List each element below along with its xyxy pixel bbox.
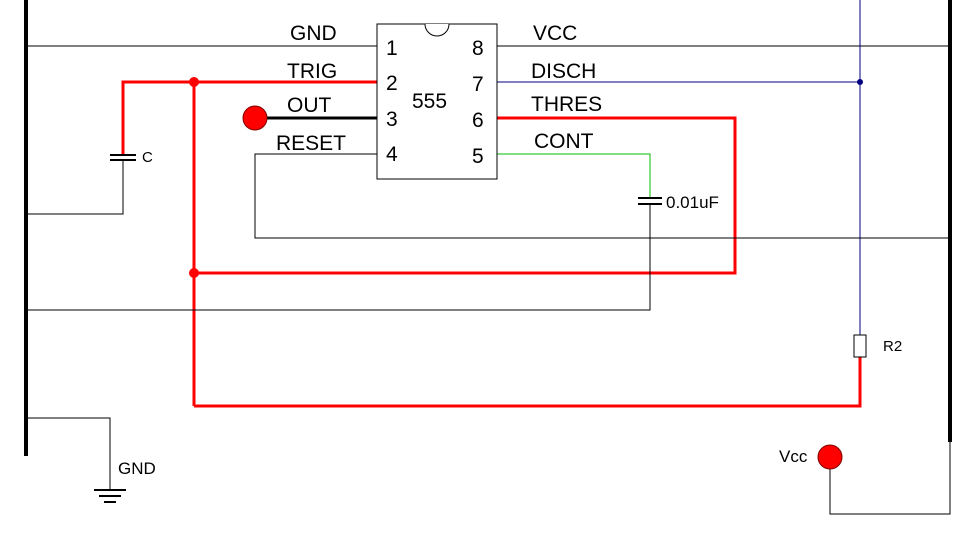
capacitor-control-label: 0.01uF — [666, 193, 719, 212]
trigger-junction-mid — [189, 268, 199, 278]
capacitor-control — [26, 197, 662, 311]
vcc-terminal[interactable] — [817, 444, 843, 470]
pin-name-disch: DISCH — [531, 60, 596, 83]
pin-name-thres: THRES — [531, 93, 602, 116]
discharge-net — [497, 0, 861, 335]
pin-name-trig: TRIG — [287, 60, 337, 83]
vcc-label: Vcc — [779, 447, 808, 466]
capacitor-c-label: C — [142, 149, 153, 166]
trigger-junction-top — [189, 77, 199, 87]
pin-number-2: 2 — [386, 72, 398, 95]
discharge-junction — [857, 79, 863, 85]
trigger-threshold-net — [121, 80, 862, 408]
output-terminal[interactable] — [242, 105, 268, 131]
pin-name-reset: RESET — [276, 132, 346, 155]
pin-name-out: OUT — [287, 94, 332, 117]
ground-label: GND — [118, 459, 156, 478]
vcc-wire — [829, 442, 951, 515]
ground-symbol — [26, 417, 126, 503]
chip-label: 555 — [412, 90, 447, 113]
pin-name-cont: CONT — [534, 130, 594, 153]
pin-number-4: 4 — [386, 143, 398, 166]
resistor-r2 — [853, 334, 867, 358]
pin-number-1: 1 — [386, 37, 398, 60]
pin-number-8: 8 — [472, 37, 484, 60]
control-wire — [497, 153, 651, 198]
pin-number-5: 5 — [472, 145, 484, 168]
chip-555 — [376, 23, 498, 180]
pin-name-vcc: VCC — [533, 22, 577, 45]
pin-number-7: 7 — [472, 73, 484, 96]
pin-number-3: 3 — [386, 108, 398, 131]
capacitor-c — [26, 154, 136, 215]
reset-wire — [254, 153, 950, 239]
pin-name-gnd: GND — [290, 22, 337, 45]
resistor-r2-label: R2 — [883, 338, 902, 355]
pin-number-6: 6 — [472, 109, 484, 132]
